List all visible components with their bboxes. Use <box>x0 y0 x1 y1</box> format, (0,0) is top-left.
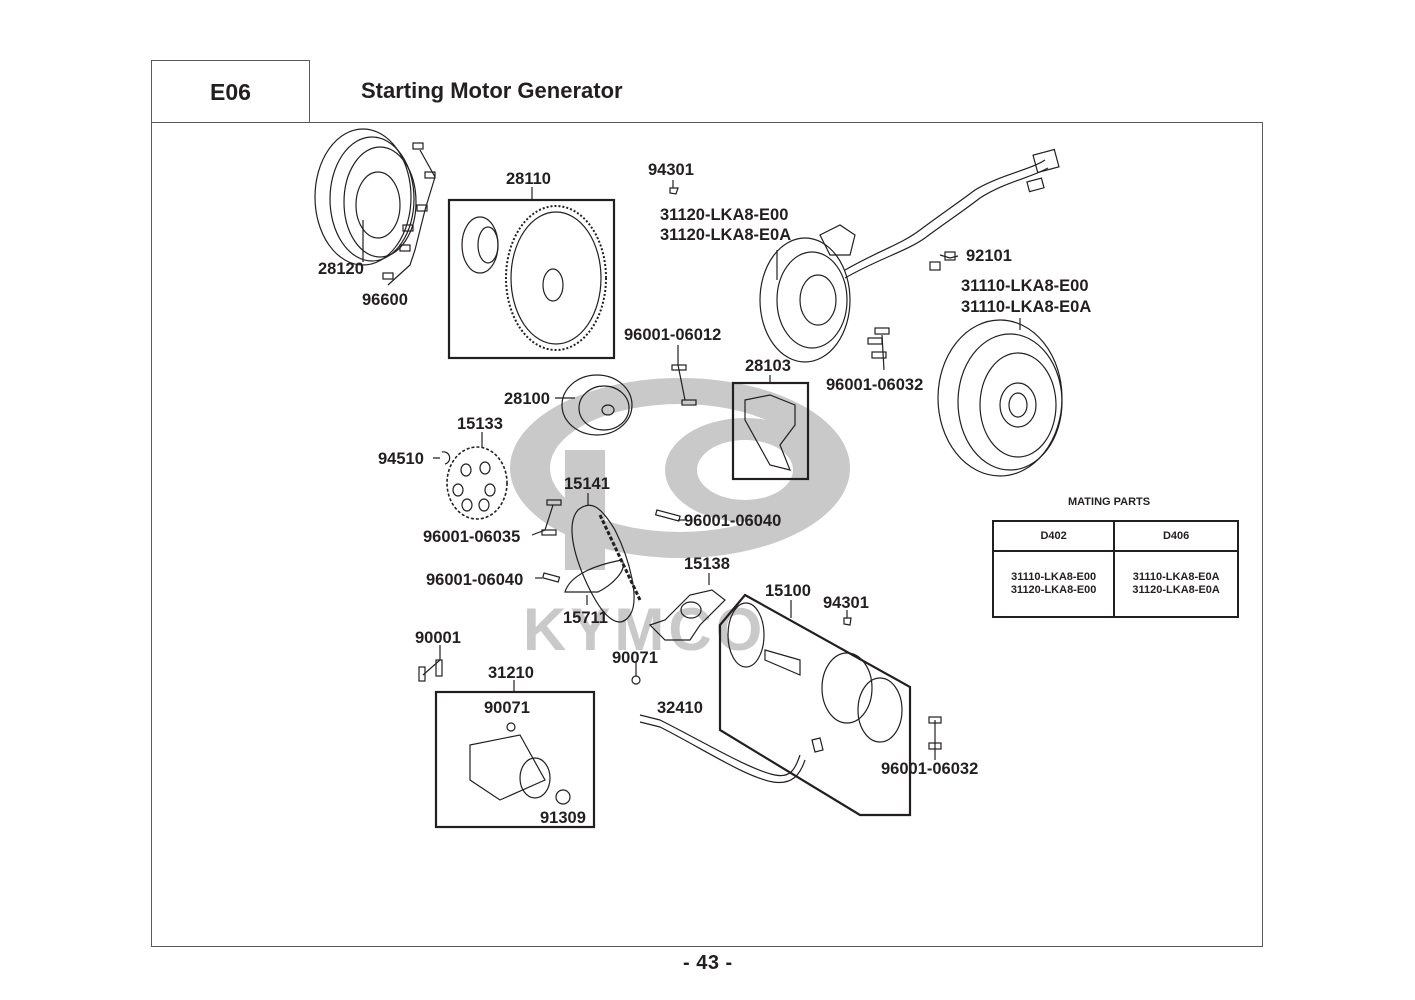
bolts-92101-art <box>929 251 959 271</box>
watermark-text: KYMCO <box>523 596 766 663</box>
callout-15100: 15100 <box>765 582 811 600</box>
callout-15138: 15138 <box>684 555 730 573</box>
watermark-k-bar <box>565 450 605 570</box>
nut-90071-mid-art <box>631 662 641 685</box>
callout-96001-06040-left: 96001-06040 <box>426 571 524 589</box>
callout-94301-top: 94301 <box>648 161 694 179</box>
callout-94301-bottom: 94301 <box>823 594 869 612</box>
callout-96001-06035: 96001-06035 <box>423 528 521 546</box>
starter-clutch-28120-art <box>314 128 417 266</box>
mating-body-row: 31110-LKA8-E00 31120-LKA8-E00 31110-LKA8… <box>991 550 1239 618</box>
mating-d406-part-1: 31110-LKA8-E0A <box>1132 571 1220 583</box>
callout-96001-06032-bottom: 96001-06032 <box>881 760 979 778</box>
callout-28100: 28100 <box>504 390 550 408</box>
sprocket-15133-art <box>446 432 508 520</box>
callout-91309: 91309 <box>540 809 586 827</box>
callout-15133: 15133 <box>457 415 503 433</box>
guide-28103-art <box>731 375 810 481</box>
mating-col-d406: D406 <box>1113 520 1239 552</box>
tensioner-arm-15138-art <box>648 573 726 641</box>
callout-28103: 28103 <box>745 357 791 375</box>
callout-92101: 92101 <box>966 247 1012 265</box>
mating-d402-part-1: 31110-LKA8-E00 <box>1011 571 1097 583</box>
cable-32410-art <box>639 714 824 784</box>
page-number: - 43 - <box>683 952 733 974</box>
rotor-31110-art <box>937 318 1063 477</box>
mating-cell-d402: 31110-LKA8-E00 31120-LKA8-E00 <box>991 550 1116 618</box>
callout-31210: 31210 <box>488 664 534 682</box>
callout-15711: 15711 <box>563 609 608 627</box>
bolt-96001-06040-right-art <box>654 509 685 522</box>
kymco-watermark: KYMCO <box>510 378 850 663</box>
callout-31110-e00: 31110-LKA8-E00 <box>961 277 1089 295</box>
callout-31110-e0a: 31110-LKA8-E0A <box>961 298 1092 316</box>
tensioner-15711-art <box>564 559 624 605</box>
watermark-c <box>665 418 825 522</box>
stator-31120-art <box>759 148 1060 363</box>
mating-d402-part-2: 31120-LKA8-E00 <box>1010 584 1097 596</box>
callout-32410: 32410 <box>657 699 703 717</box>
callout-15141: 15141 <box>564 475 610 493</box>
starter-assembly-15100-art <box>718 593 912 817</box>
callout-31120-e0a: 31120-LKA8-E0A <box>660 226 792 244</box>
page-title: Starting Motor Generator <box>361 78 623 103</box>
mating-parts-table: D402 D406 31110-LKA8-E00 31120-LKA8-E00 … <box>991 520 1239 618</box>
callout-96001-06040-right: 96001-06040 <box>684 512 782 530</box>
mating-header-row: D402 D406 <box>991 520 1239 552</box>
callout-31120-e00: 31120-LKA8-E00 <box>660 206 789 224</box>
mating-d406-part-2: 31120-LKA8-E0A <box>1132 584 1220 596</box>
callout-28120: 28120 <box>318 260 364 278</box>
gear-28110-art <box>447 187 616 360</box>
callout-90001: 90001 <box>415 629 461 647</box>
chain-15141-art <box>571 493 642 623</box>
bolt-96001-06040-left-art <box>535 572 561 583</box>
key-94301-bottom-art <box>843 610 852 626</box>
key-94301-art <box>669 180 679 195</box>
diagram-frame <box>151 122 1263 947</box>
idle-gear-28100-art <box>555 374 633 436</box>
callout-96600: 96600 <box>362 291 408 309</box>
bolts-90001-art <box>418 645 443 682</box>
callout-28110: 28110 <box>506 170 551 188</box>
bolts-96001-06035-art <box>531 499 562 536</box>
clip-94510-art <box>433 451 451 465</box>
callout-90071-mid: 90071 <box>612 649 658 667</box>
callout-96001-06032-top: 96001-06032 <box>826 376 924 394</box>
mating-col-d402: D402 <box>991 520 1116 552</box>
mating-parts-title: MATING PARTS <box>1068 496 1151 508</box>
callout-96001-06012: 96001-06012 <box>624 326 722 344</box>
bolts-96001-06032-top-art <box>867 327 890 371</box>
section-code: E06 <box>151 60 310 123</box>
bolts-96001-06012-art <box>671 345 697 406</box>
mating-cell-d406: 31110-LKA8-E0A 31120-LKA8-E0A <box>1113 550 1239 618</box>
bolts-96001-06032-bottom-art <box>928 716 942 760</box>
starter-motor-31210-art <box>434 680 596 829</box>
bolts-96600-art <box>382 142 436 286</box>
callout-90071-box: 90071 <box>484 699 530 717</box>
callout-94510: 94510 <box>378 450 424 468</box>
